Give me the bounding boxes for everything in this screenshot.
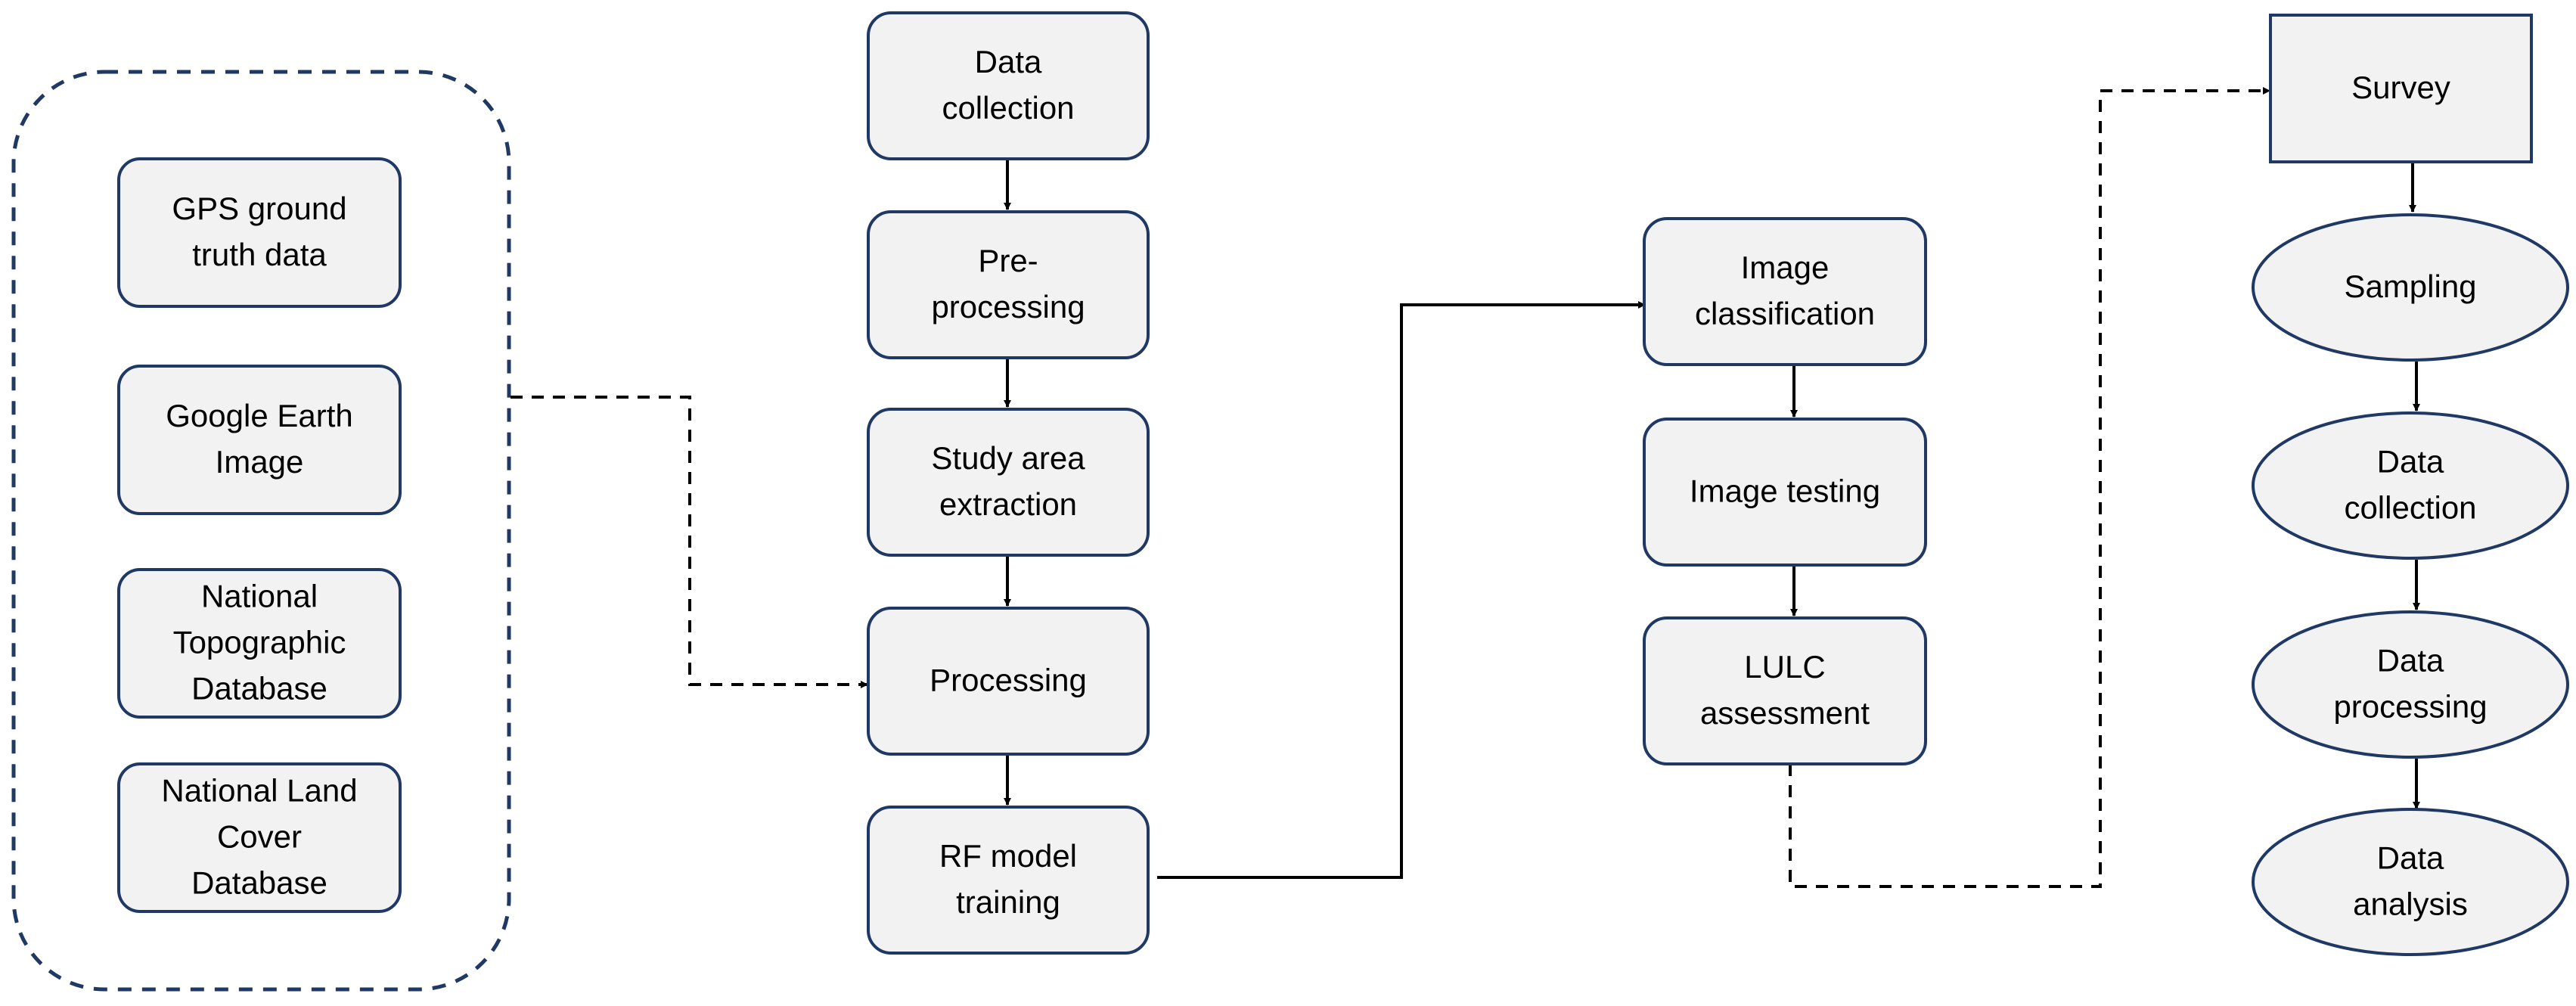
node-lulc-assessment-label: LULC (1744, 649, 1825, 685)
node-gps-ground-truth-data: GPS ground truth data (117, 157, 402, 308)
node-rf-model-training-label: RF model (939, 838, 1077, 874)
arrow-rf-training-to-classification (1157, 301, 1646, 879)
node-data-collection-label: collection (942, 90, 1074, 126)
node-survey-data-analysis: Data analysis (2252, 808, 2569, 956)
node-survey-sampling-label: Sampling (2344, 269, 2476, 304)
node-study-area-extraction-box (867, 408, 1150, 557)
node-survey-sampling-ellipse (2252, 213, 2569, 362)
node-pre-processing: Pre-processing (867, 210, 1150, 359)
node-national-land-cover-database-label: Cover (217, 819, 302, 855)
node-survey-box (2269, 14, 2533, 163)
arrow-lulc-to-survey (1789, 87, 2270, 888)
node-survey-data-collection-label: Data (2377, 444, 2444, 480)
node-pre-processing-label: Pre- (978, 243, 1038, 278)
node-image-classification-label: Image (1741, 250, 1830, 285)
node-survey-data-processing-label: Data (2377, 643, 2444, 678)
node-survey-data-collection-ellipse (2252, 411, 2569, 560)
node-national-topographic-database-box (117, 568, 402, 719)
survey-steps: SurveySamplingDatacollectionDataprocessi… (2252, 14, 2569, 956)
node-lulc-assessment-box (1643, 616, 1927, 765)
node-national-topographic-database-label: Topographic (173, 625, 346, 660)
node-survey-sampling: Sampling (2252, 213, 2569, 362)
node-google-earth-image-box (117, 365, 402, 515)
connectors (511, 87, 2420, 888)
node-rf-model-training-label: training (956, 884, 1060, 920)
node-survey-data-analysis-ellipse (2252, 808, 2569, 956)
node-data-collection: Data collection (867, 11, 1150, 160)
node-data-collection-box (867, 11, 1150, 160)
node-image-testing-label: Image testing (1690, 474, 1880, 509)
node-google-earth-image-label: Google Earth (166, 398, 353, 433)
node-study-area-extraction-label: extraction (939, 486, 1077, 522)
node-processing-label: Processing (930, 663, 1087, 698)
node-survey-data-processing-ellipse (2252, 610, 2569, 759)
node-survey-data-processing-label: processing (2333, 689, 2487, 725)
node-processing: Processing (867, 607, 1150, 756)
node-lulc-assessment: LULC assessment (1643, 616, 1927, 765)
arrow-sources-to-processing (511, 396, 868, 688)
node-image-classification-label: classification (1695, 296, 1875, 331)
node-survey-label: Survey (2351, 70, 2450, 105)
node-study-area-extraction-label: Study area (931, 440, 1085, 476)
node-google-earth-image-label: Image (216, 444, 304, 480)
node-image-classification-box (1643, 217, 1927, 366)
node-pre-processing-label: processing (931, 289, 1085, 324)
node-lulc-assessment-label: assessment (1700, 695, 1870, 731)
node-survey-data-analysis-label: Data (2377, 840, 2444, 876)
node-data-collection-label: Data (975, 44, 1042, 79)
node-pre-processing-box (867, 210, 1150, 359)
node-processing-box (867, 607, 1150, 756)
node-survey-data-collection: Data collection (2252, 411, 2569, 560)
node-gps-ground-truth-data-box (117, 157, 402, 308)
node-survey-data-analysis-label: analysis (2353, 886, 2468, 922)
node-survey-data-processing: Data processing (2252, 610, 2569, 759)
node-national-topographic-database-label: Database (191, 671, 327, 706)
node-study-area-extraction: Study area extraction (867, 408, 1150, 557)
node-rf-model-training-box (867, 806, 1150, 955)
node-gps-ground-truth-data-label: GPS ground (172, 191, 346, 226)
node-survey: Survey (2269, 14, 2533, 163)
node-image-testing-box (1643, 418, 1927, 567)
data-sources-group (11, 70, 511, 992)
node-national-topographic-database-label: National (201, 579, 318, 614)
node-national-land-cover-database-label: National Land (161, 773, 357, 809)
node-survey-data-collection-label: collection (2344, 490, 2476, 526)
node-rf-model-training: RF model training (867, 806, 1150, 955)
node-national-land-cover-database-box (117, 762, 402, 913)
node-image-testing: Image testing (1643, 418, 1927, 567)
node-national-land-cover-database-label: Database (191, 865, 327, 901)
node-image-classification: Image classification (1643, 217, 1927, 366)
node-gps-ground-truth-data-label: truth data (192, 237, 327, 272)
